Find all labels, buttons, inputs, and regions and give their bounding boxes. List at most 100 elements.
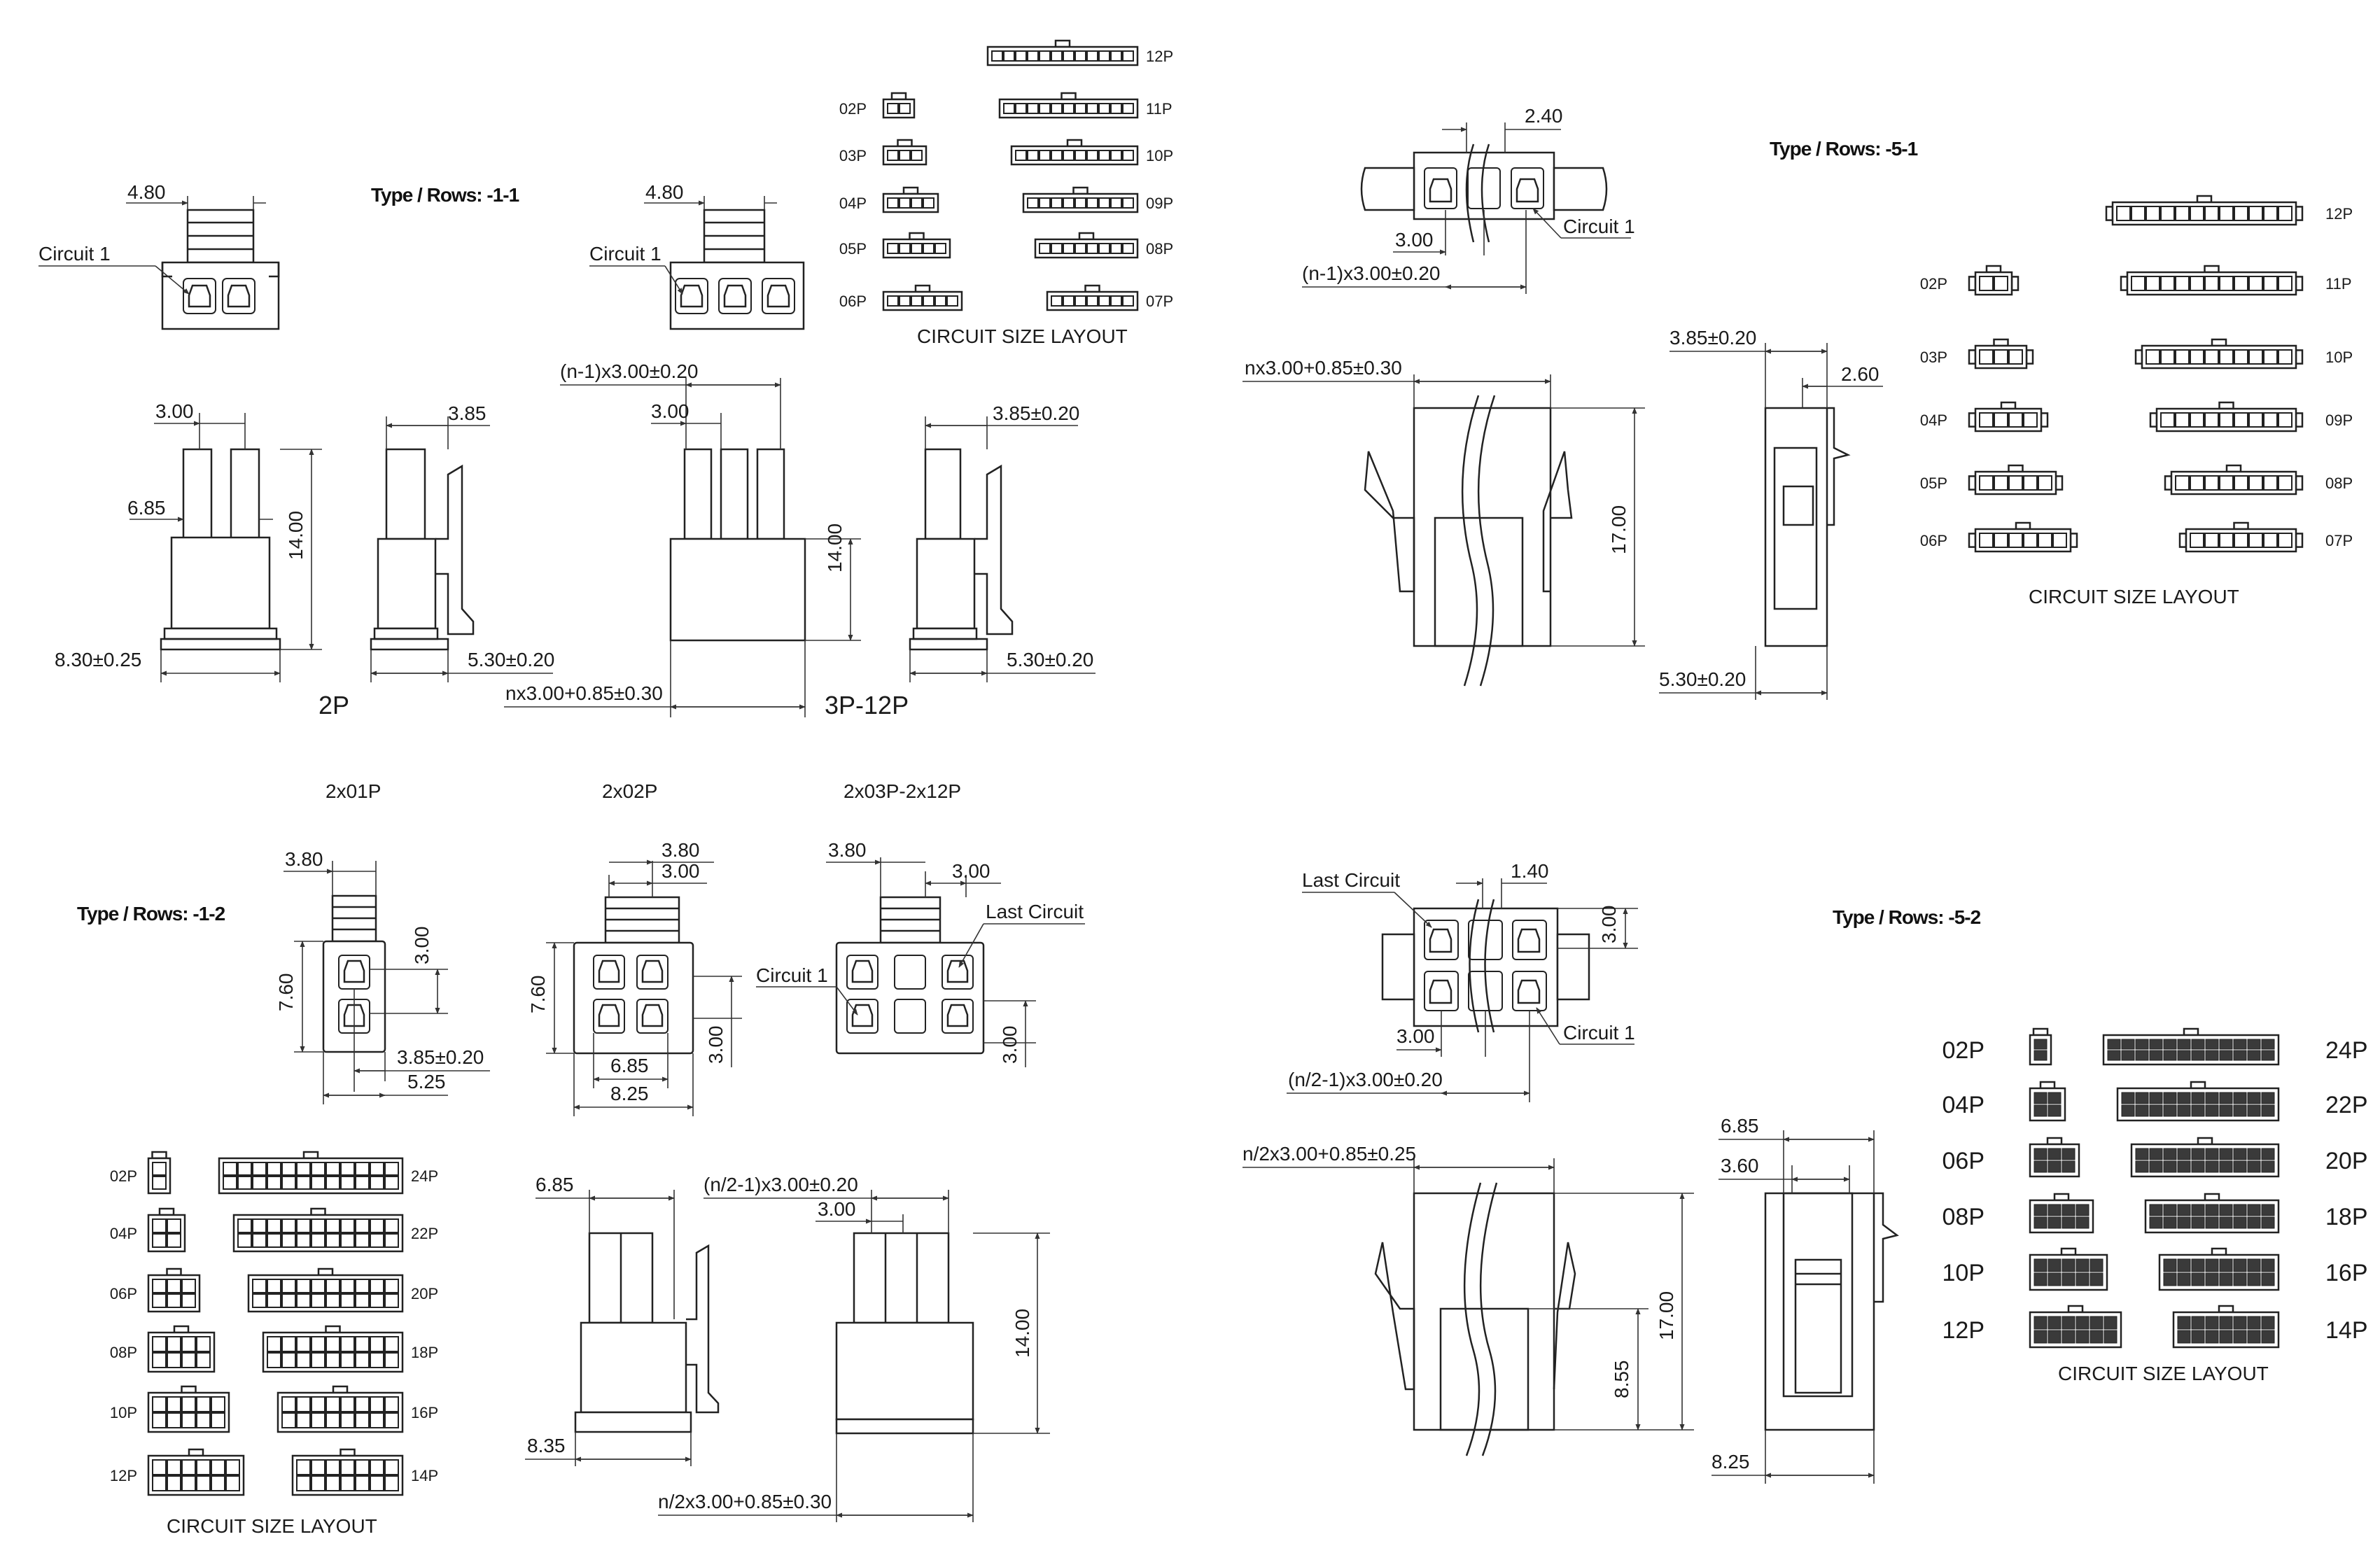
dim-3.00-5-1: 3.00 xyxy=(1395,229,1434,251)
dim-3.85-5-1: 3.85±0.20 xyxy=(1670,327,1756,349)
dim-n2x-length: n/2x3.00+0.85±0.30 xyxy=(658,1491,832,1512)
connector-thumb-20 xyxy=(247,1267,404,1313)
type-label-5-1: Type / Rows: -5-1 xyxy=(1770,138,1918,160)
connector-thumb-12 xyxy=(2029,1305,2122,1349)
dim-2.60: 2.60 xyxy=(1841,363,1879,385)
dim-3.80-2x03p: 3.80 xyxy=(828,839,867,861)
layout-label-1-2: CIRCUIT SIZE LAYOUT xyxy=(167,1515,377,1537)
dim-3.85-3p: 3.85±0.20 xyxy=(993,402,1079,424)
dim-8.55: 8.55 xyxy=(1611,1361,1632,1399)
size-label: 06P xyxy=(839,293,867,310)
size-label: 16P xyxy=(2325,1260,2368,1286)
dim-8.35: 8.35 xyxy=(527,1435,566,1456)
front-view-5-1: 2.40 3.00 (n-1)x3.00±0.20 Circuit 1 xyxy=(1302,105,1635,294)
dim-3.00-2x-side: 3.00 xyxy=(818,1198,856,1220)
size-label: 14P xyxy=(2325,1317,2368,1344)
dim-3.85-2x01p: 3.85±0.20 xyxy=(397,1046,484,1068)
connector-thumb-16 xyxy=(276,1385,404,1433)
dim-nx-length: nx3.00+0.85±0.30 xyxy=(505,682,663,704)
size-label: 08P xyxy=(110,1344,137,1361)
side-profile-2x: 6.85 8.35 xyxy=(525,1174,720,1466)
size-label: 08P xyxy=(1146,240,1173,258)
connector-thumb-10 xyxy=(147,1385,230,1433)
dim-1.40: 1.40 xyxy=(1511,860,1549,882)
connector-thumb-2 xyxy=(2029,1027,2052,1066)
connector-thumb-2 xyxy=(1968,265,2019,296)
size-label: 05P xyxy=(839,240,867,258)
connector-thumb-10 xyxy=(2029,1247,2108,1291)
dim-3.00-5-2: 3.00 xyxy=(1396,1025,1435,1047)
connector-thumb-24 xyxy=(2102,1027,2280,1066)
connector-thumb-14 xyxy=(291,1448,404,1496)
panel-type-1-1: Type / Rows: -1-1 4.80 Circuit 1 xyxy=(38,39,1173,719)
callout-last-circuit: Last Circuit xyxy=(986,901,1084,922)
size-label: 03P xyxy=(1920,349,1947,366)
size-label: 20P xyxy=(2325,1148,2368,1174)
connector-thumb-11 xyxy=(998,92,1139,119)
view-label-3p-12p: 3P-12P xyxy=(825,691,909,719)
dim-8.25-2x02p: 8.25 xyxy=(610,1083,649,1104)
connector-thumb-24 xyxy=(218,1151,404,1195)
side-view-5-1: nx3.00+0.85±0.30 17.00 xyxy=(1242,357,1645,687)
dim-3.00-5-2-v: 3.00 xyxy=(1598,906,1620,944)
connector-thumb-3 xyxy=(882,139,927,166)
callout-circuit-1: Circuit 1 xyxy=(38,243,111,265)
size-label: 02P xyxy=(839,100,867,118)
dim-5.30-3p: 5.30±0.20 xyxy=(1007,649,1093,670)
dim-3.00-2p: 3.00 xyxy=(155,400,194,422)
size-label: 09P xyxy=(2325,412,2353,429)
connector-thumb-18 xyxy=(2144,1193,2280,1234)
dim-5.30-2p: 5.30±0.20 xyxy=(468,649,554,670)
side-views-2p: 3.00 6.85 14.00 8.30±0.25 3.85 xyxy=(55,400,554,719)
connector-thumb-10 xyxy=(2134,338,2304,370)
side-view-2x: (n/2-1)x3.00±0.20 3.00 14.00 n/2x3.00+0.… xyxy=(658,1174,1050,1522)
connector-thumb-11 xyxy=(2120,265,2304,296)
size-label: 04P xyxy=(1942,1092,1985,1118)
connector-thumb-12 xyxy=(986,39,1139,66)
size-label: 10P xyxy=(1146,147,1173,164)
connector-thumb-4 xyxy=(147,1207,186,1253)
connector-thumb-18 xyxy=(262,1325,404,1373)
connector-thumb-9 xyxy=(1022,186,1139,213)
size-label: 12P xyxy=(1942,1317,1985,1344)
side-view-5-2: n/2x3.00+0.85±0.25 17.00 8.55 xyxy=(1242,1143,1694,1456)
dim-2.40: 2.40 xyxy=(1525,105,1563,127)
dim-3.00-2x02p: 3.00 xyxy=(662,860,700,882)
front-view-2x03p: 3.80 3.00 Last Circuit Circuit 1 3.00 xyxy=(756,839,1085,1067)
connector-thumb-9 xyxy=(2149,401,2304,433)
dim-6.85-2x02p: 6.85 xyxy=(610,1055,649,1076)
size-label: 12P xyxy=(110,1467,137,1484)
panel-type-5-1: Type / Rows: -5-1 2.40 3.00 (n-1)x3.00± xyxy=(1242,105,2353,700)
size-label: 03P xyxy=(839,147,867,164)
connector-thumb-5 xyxy=(1968,464,2064,496)
connector-thumb-8 xyxy=(147,1325,216,1373)
size-label: 18P xyxy=(411,1344,438,1361)
dim-3.60: 3.60 xyxy=(1721,1155,1759,1176)
size-label: 08P xyxy=(1942,1204,1985,1230)
connector-thumb-5 xyxy=(882,232,951,259)
size-label: 10P xyxy=(1942,1260,1985,1286)
connector-thumb-4 xyxy=(2029,1081,2066,1122)
connector-thumb-12 xyxy=(147,1448,245,1496)
size-label: 02P xyxy=(1920,275,1947,293)
connector-thumb-22 xyxy=(232,1207,404,1253)
dim-3.80-2x02p: 3.80 xyxy=(662,839,700,861)
size-label: 11P xyxy=(1146,100,1172,118)
view-label-2x01p: 2x01P xyxy=(326,780,381,802)
connector-thumb-14 xyxy=(2172,1305,2280,1349)
connector-thumb-8 xyxy=(1034,232,1139,259)
dim-5.25: 5.25 xyxy=(407,1071,446,1092)
size-label: 04P xyxy=(839,195,867,212)
connector-thumb-2 xyxy=(882,92,916,119)
dim-14.00-2x: 14.00 xyxy=(1011,1309,1033,1358)
type-label-1-2: Type / Rows: -1-2 xyxy=(77,903,225,925)
size-label: 09P xyxy=(1146,195,1173,212)
connector-thumb-6 xyxy=(1968,521,2078,553)
size-label: 12P xyxy=(2325,205,2353,223)
dim-n2-1-pitch: (n/2-1)x3.00±0.20 xyxy=(704,1174,858,1195)
connector-thumb-8 xyxy=(2029,1193,2094,1234)
front-view-5-2: 1.40 3.00 Last Circuit 3.00 (n/2-1)x3.00… xyxy=(1287,860,1638,1102)
connector-thumb-3 xyxy=(1968,338,2034,370)
